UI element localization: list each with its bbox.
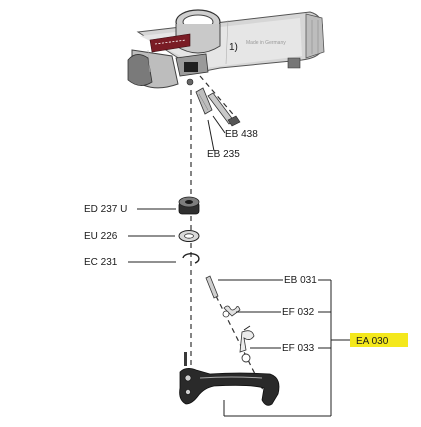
label-eu226: EU 226 xyxy=(84,231,118,242)
screw-part xyxy=(195,75,241,152)
faucet-housing: 1) Made in Germany xyxy=(127,9,325,89)
made-in-label: Made in Germany xyxy=(246,40,286,46)
lever-subassembly xyxy=(179,275,280,406)
circlip-ec231 xyxy=(182,253,200,264)
label-eb235: EB 235 xyxy=(207,149,240,160)
label-eb438: EB 438 xyxy=(225,129,258,140)
marker-1-label: 1) xyxy=(229,42,238,53)
label-ec231: EC 231 xyxy=(84,257,118,268)
label-ea030: EA 030 xyxy=(356,336,389,347)
assembly-bracket xyxy=(223,280,350,417)
washer-eu226 xyxy=(178,230,200,242)
label-ed237u: ED 237 U xyxy=(84,204,127,215)
label-ef032: EF 032 xyxy=(282,307,315,318)
label-eb031: EB 031 xyxy=(284,275,317,286)
bearing-ed237u xyxy=(178,196,200,215)
label-ef033: EF 033 xyxy=(282,343,315,354)
highlight-ea030 xyxy=(350,333,408,347)
